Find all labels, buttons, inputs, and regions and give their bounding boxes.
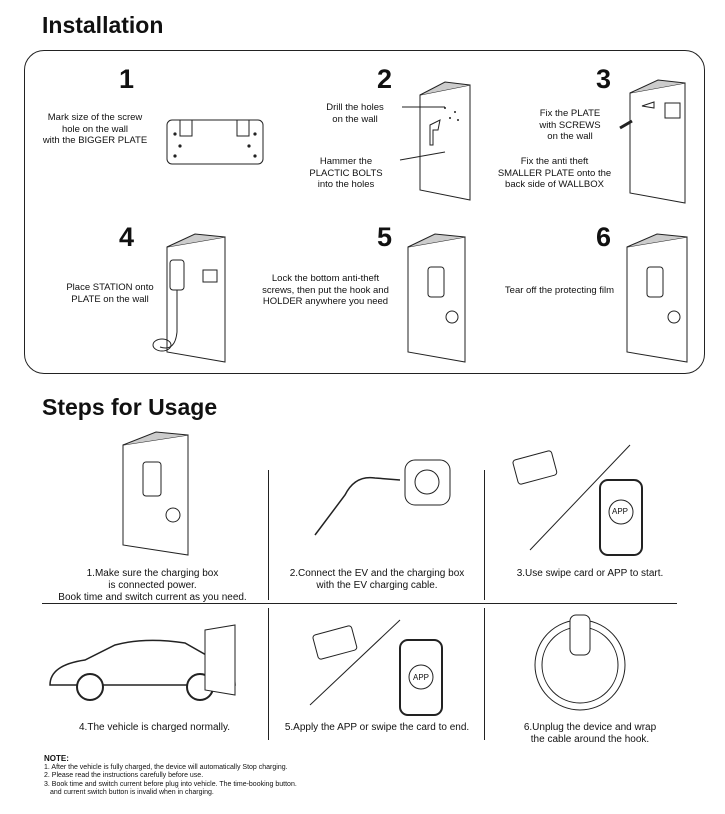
step2-caption-hammer: Hammer the PLACTIC BOLTS into the holes: [296, 156, 396, 191]
step-number: 4: [119, 222, 135, 252]
caption-line: Fix the PLATE: [539, 108, 601, 119]
grid-divider: [268, 608, 269, 740]
caption-line: Fix the anti theft: [520, 156, 589, 167]
caption-line: Mark size of the screw: [47, 112, 143, 123]
caption-line: Book time and switch current as you need…: [58, 592, 247, 603]
caption-line: PLACTIC BOLTS: [309, 167, 383, 179]
caption-line: HOLDER anywhere you need: [262, 296, 389, 307]
caption-line: Hammer the: [319, 156, 373, 167]
step2-caption-drill: Drill the holes on the wall: [310, 102, 400, 125]
note-title: NOTE:: [44, 754, 69, 763]
caption-line: 6.Unplug the device and wrap: [523, 722, 657, 733]
app-icon-label: APP: [612, 507, 629, 516]
grid-divider: [268, 470, 269, 600]
note-item: 2. Please read the instructions carefull…: [44, 772, 204, 779]
note-section: NOTE: 1. After the vehicle is fully char…: [44, 754, 297, 798]
step4-caption: Place STATION onto PLATE on the wall: [50, 282, 170, 305]
swipe-card-phone-illustration: [512, 444, 643, 556]
charging-car-illustration: [49, 624, 236, 701]
caption-line: 1.Make sure the charging box: [86, 568, 219, 579]
note-item: 3. Book time and switch current before p…: [44, 780, 297, 788]
caption-line: with the EV charging cable.: [316, 580, 438, 591]
caption-line: screws, then put the hook and: [262, 284, 389, 296]
step-number: 3: [596, 64, 612, 94]
caption-line: hole on the wall: [61, 123, 129, 135]
step3-caption-plate: Fix the PLATE with SCREWS on the wall: [530, 108, 610, 143]
usage-step3-caption: 3.Use swipe card or APP to start.: [516, 568, 664, 579]
caption-line: on the wall: [332, 113, 378, 125]
grid-divider: [484, 608, 485, 740]
caption-line: Drill the holes: [326, 102, 384, 113]
caption-line: Lock the bottom anti-theft: [271, 273, 380, 284]
caption-line: with SCREWS: [539, 119, 601, 131]
caption-line: 2.Connect the EV and the charging box: [289, 568, 465, 579]
step-number: 2: [377, 64, 393, 94]
place-station-illustration: [145, 232, 226, 363]
grid-divider: [484, 470, 485, 600]
step-number: 6: [596, 222, 612, 252]
note-item: 1. After the vehicle is fully charged, t…: [44, 763, 288, 771]
step-number: 1: [119, 64, 135, 94]
caption-line: PLATE on the wall: [71, 293, 149, 305]
caption-line: the cable around the hook.: [530, 734, 650, 745]
app-icon-label: APP: [413, 673, 430, 682]
caption-line: back side of WALLBOX: [505, 179, 604, 190]
usage-step2-caption: 2.Connect the EV and the charging box wi…: [272, 568, 482, 592]
step3-caption-antitheft: Fix the anti theft SMALLER PLATE onto th…: [482, 156, 627, 191]
usage-step6-caption: 6.Unplug the device and wrap the cable a…: [490, 722, 690, 746]
step6-caption: Tear off the protecting film: [504, 285, 615, 296]
step5-caption: Lock the bottom anti-theft screws, then …: [248, 273, 403, 308]
cable-coil-illustration: [534, 614, 626, 711]
grid-divider: [42, 603, 677, 604]
lock-station-illustration: [407, 233, 466, 363]
note-item: and current switch button is invalid whe…: [50, 789, 214, 796]
usage-step1-caption: 1.Make sure the charging box is connecte…: [40, 568, 265, 604]
tear-film-illustration: [626, 233, 688, 363]
installation-title: Installation: [42, 12, 164, 38]
step-number: 5: [377, 222, 393, 252]
usage-step5-caption: 5.Apply the APP or swipe the card to end…: [284, 722, 470, 733]
usage-step4-caption: 4.The vehicle is charged normally.: [79, 722, 230, 733]
wall-drill-illustration: [399, 81, 471, 201]
charging-box-illustration: [122, 431, 189, 556]
caption-line: on the wall: [547, 131, 593, 142]
caption-line: SMALLER PLATE onto the: [497, 167, 612, 179]
installation-panel: [24, 50, 705, 374]
step1-caption: Mark size of the screw hole on the wall …: [30, 112, 160, 147]
wall-plate-illustration: [619, 79, 686, 204]
usage-title: Steps for Usage: [42, 394, 218, 420]
caption-line: with the BIGGER PLATE: [42, 135, 148, 146]
bigger-plate-illustration: [166, 119, 264, 165]
caption-line: into the holes: [317, 179, 375, 190]
caption-line: Place STATION onto: [66, 282, 154, 293]
swipe-card-phone-end-illustration: [309, 619, 443, 716]
caption-line: is connected power.: [108, 580, 197, 591]
plug-connector-illustration: [314, 459, 451, 536]
